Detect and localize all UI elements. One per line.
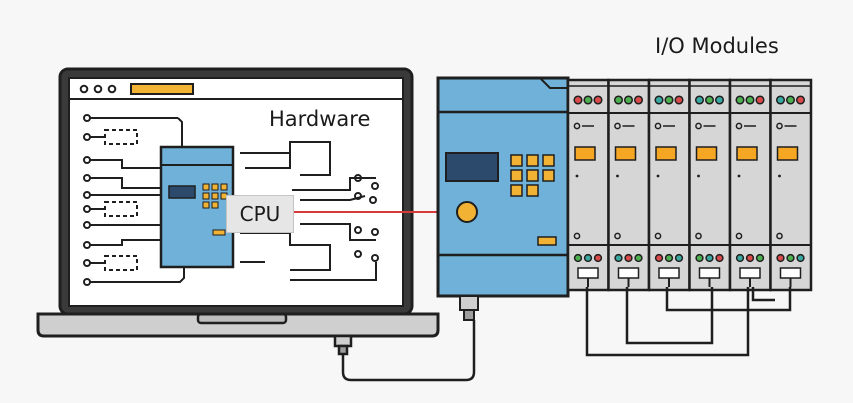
module-label-tab	[655, 146, 677, 161]
io-module	[688, 78, 732, 292]
status-led	[775, 95, 786, 105]
terminal-block	[779, 267, 802, 279]
io-module	[607, 78, 651, 292]
plc-controller-icon	[436, 76, 570, 321]
io-module	[566, 78, 610, 292]
status-led	[573, 95, 583, 105]
status-led	[785, 95, 796, 105]
terminal-block	[658, 267, 680, 279]
module-label-tab	[614, 146, 637, 161]
hardware-label: Hardware	[269, 107, 371, 131]
schematic-wiring-right	[240, 141, 379, 281]
cable-connector-icon	[333, 287, 792, 382]
terminal-block	[577, 267, 599, 279]
status-led	[613, 95, 624, 105]
io-module	[647, 78, 691, 292]
status-led	[674, 95, 684, 105]
status-led	[664, 95, 674, 105]
status-led	[755, 95, 765, 105]
screen-plc-icon	[159, 145, 235, 269]
status-led	[714, 95, 725, 105]
schematic-wiring-left	[83, 114, 185, 286]
terminal-block	[617, 267, 640, 279]
module-label-tab	[574, 146, 596, 161]
status-led	[583, 95, 593, 105]
status-led	[795, 95, 806, 105]
io-module-rack-icon	[566, 78, 813, 292]
terminal-block	[739, 267, 761, 279]
status-led	[745, 95, 755, 105]
laptop-icon	[36, 67, 440, 338]
module-label-tab	[695, 146, 718, 161]
io-module	[728, 78, 772, 292]
status-led	[704, 95, 715, 105]
status-led	[633, 95, 644, 105]
cpu-callout: CPU	[226, 195, 294, 233]
io-module	[769, 78, 813, 292]
status-led	[593, 95, 603, 105]
status-led	[694, 95, 705, 105]
module-label-tab	[736, 146, 758, 161]
status-led	[735, 95, 745, 105]
status-led	[623, 95, 634, 105]
terminal-block	[698, 267, 721, 279]
status-led	[654, 95, 664, 105]
module-label-tab	[776, 146, 799, 161]
io-modules-label: I/O Modules	[655, 34, 779, 58]
